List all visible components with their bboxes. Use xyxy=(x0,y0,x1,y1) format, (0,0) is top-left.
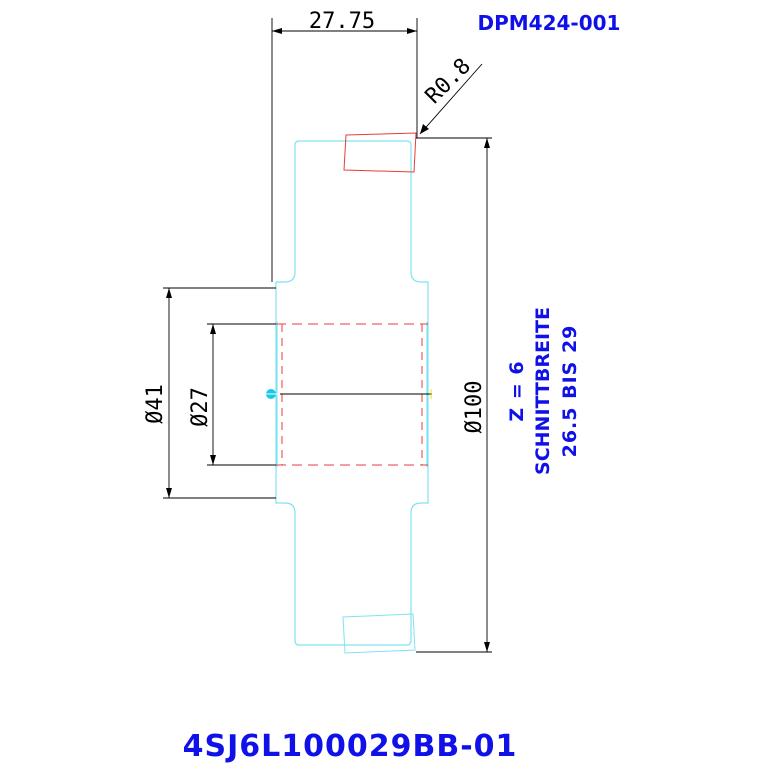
hidden-lines xyxy=(276,132,428,466)
dim-width-label: 27.75 xyxy=(309,9,375,34)
outer-profile xyxy=(275,140,429,646)
part-outline xyxy=(275,140,429,646)
arrowheads xyxy=(166,28,490,652)
dim-dia-27-label: Ø27 xyxy=(188,387,213,427)
note-schnittbreite: SCHNITTBREITE xyxy=(532,307,554,475)
tooth-top xyxy=(343,132,417,173)
note-range: 26.5 BIS 29 xyxy=(559,325,581,458)
note-z: Z = 6 xyxy=(506,360,528,421)
dim-radius-label: R0.8 xyxy=(421,54,476,109)
dimension-lines xyxy=(163,18,492,653)
dim-dia-100-label: Ø100 xyxy=(462,381,487,434)
top-code: DPM424-001 xyxy=(478,11,621,35)
tooth-bottom xyxy=(342,613,416,654)
center-mark xyxy=(262,389,432,399)
part-number: 4SJ6L100029BB-01 xyxy=(183,729,518,764)
dim-dia-41-label: Ø41 xyxy=(143,384,168,424)
